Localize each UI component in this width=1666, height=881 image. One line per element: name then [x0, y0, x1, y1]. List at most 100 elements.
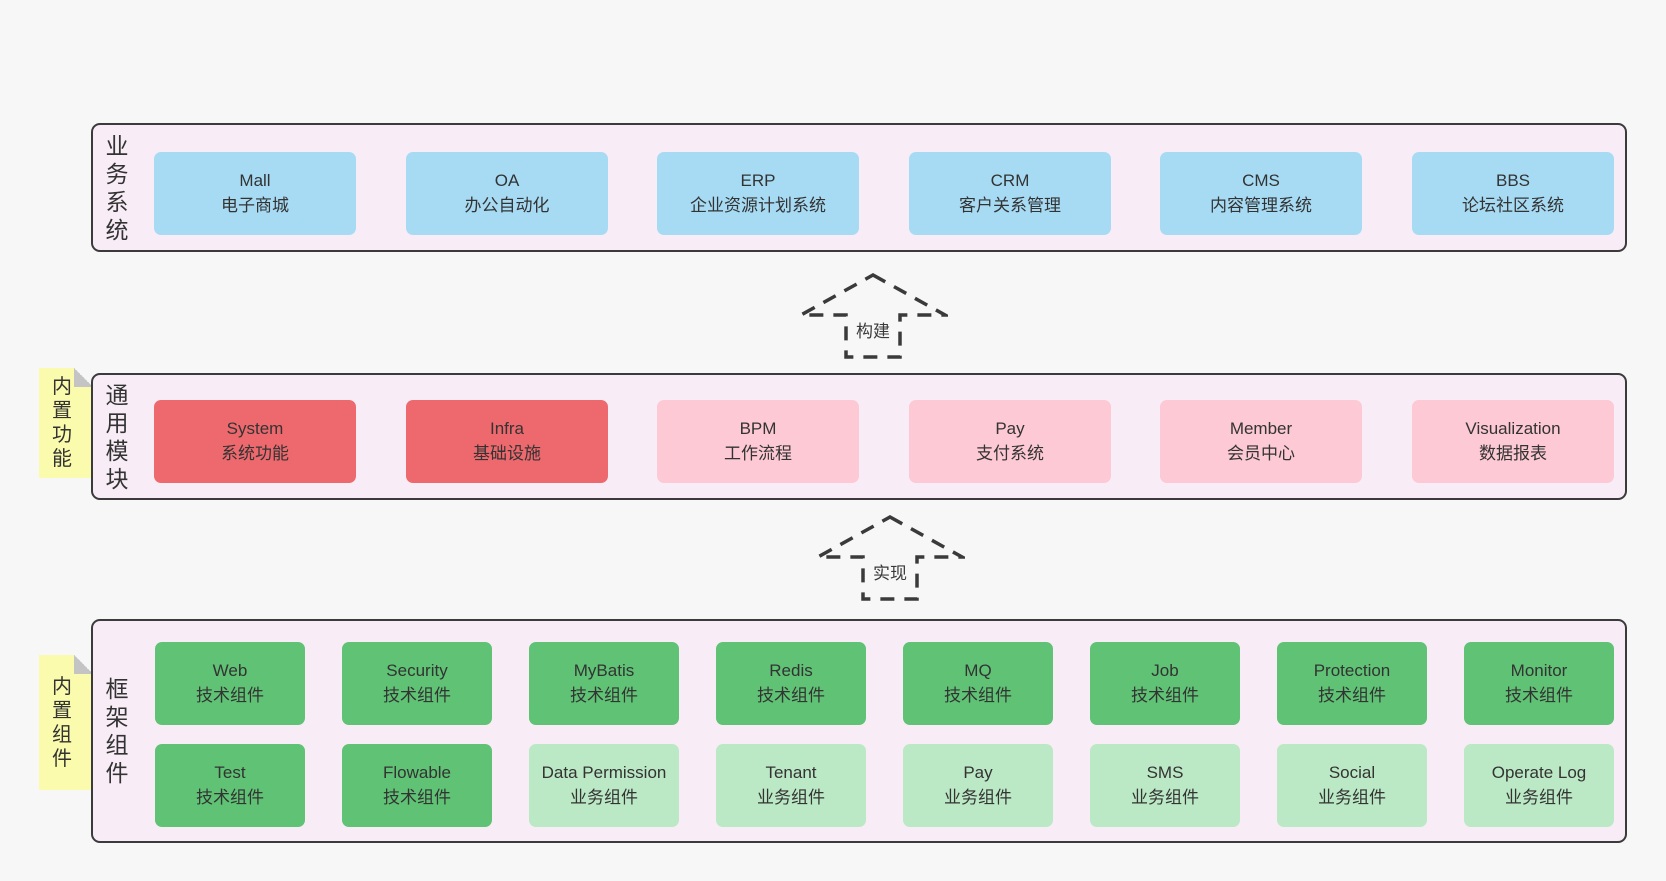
box-subtitle: 业务组件 [757, 787, 825, 807]
box-mall: Mall 电子商城 [154, 152, 356, 235]
box-cms: CMS 内容管理系统 [1160, 152, 1362, 235]
box-test: Test 技术组件 [155, 744, 305, 827]
box-subtitle: 系统功能 [221, 443, 289, 463]
box-subtitle: 论坛社区系统 [1462, 195, 1564, 215]
box-subtitle: 企业资源计划系统 [690, 195, 826, 215]
box-title: MyBatis [573, 660, 635, 680]
box-title: Redis [769, 660, 813, 680]
common-modules-panel: 通用模块 System 系统功能 Infra 基础设施 BPM 工作流程 Pay… [91, 373, 1627, 500]
box-subtitle: 会员中心 [1227, 443, 1295, 463]
box-title: Job [1151, 660, 1179, 680]
box-crm: CRM 客户关系管理 [909, 152, 1111, 235]
folded-corner-icon [74, 655, 93, 674]
box-title: Social [1328, 762, 1376, 782]
box-title: ERP [740, 170, 776, 190]
box-title: Protection [1313, 660, 1391, 680]
box-title: CMS [1242, 170, 1280, 190]
box-web: Web 技术组件 [155, 642, 305, 725]
box-title: Web [212, 660, 248, 680]
box-job: Job 技术组件 [1090, 642, 1240, 725]
box-member: Member 会员中心 [1160, 400, 1362, 483]
box-subtitle: 客户关系管理 [959, 195, 1061, 215]
sticky-note-built-in-features: 内置功能 [39, 368, 93, 478]
up-arrow-icon [815, 514, 965, 601]
build-arrow-label: 构建 [853, 316, 893, 343]
panel-label-framework-components: 框架组件 [105, 675, 129, 787]
box-subtitle: 技术组件 [944, 685, 1012, 705]
box-subtitle: 技术组件 [383, 787, 451, 807]
box-title: Security [386, 660, 448, 680]
box-subtitle: 业务组件 [1131, 787, 1199, 807]
implement-arrow: 实现 [815, 514, 965, 602]
box-data-permission: Data Permission 业务组件 [529, 744, 679, 827]
panel-label-common-modules: 通用模块 [105, 381, 129, 492]
box-oa: OA 办公自动化 [406, 152, 608, 235]
box-title: System [226, 418, 284, 438]
box-security: Security 技术组件 [342, 642, 492, 725]
box-subtitle: 工作流程 [724, 443, 792, 463]
box-subtitle: 电子商城 [221, 195, 289, 215]
box-title: Test [214, 762, 246, 782]
box-tenant: Tenant 业务组件 [716, 744, 866, 827]
implement-arrow-label: 实现 [870, 558, 910, 585]
box-subtitle: 技术组件 [196, 787, 264, 807]
box-subtitle: 技术组件 [1131, 685, 1199, 705]
box-subtitle: 技术组件 [1505, 685, 1573, 705]
panel-label-business-systems: 业务系统 [105, 132, 129, 243]
box-redis: Redis 技术组件 [716, 642, 866, 725]
up-arrow-icon [798, 272, 948, 359]
box-title: SMS [1146, 762, 1184, 782]
box-subtitle: 业务组件 [1505, 787, 1573, 807]
box-title: CRM [990, 170, 1030, 190]
box-title: Pay [963, 762, 993, 782]
box-pay-module: Pay 支付系统 [909, 400, 1111, 483]
business-systems-panel: 业务系统 Mall 电子商城 OA 办公自动化 ERP 企业资源计划系统 CRM… [91, 123, 1627, 252]
sticky-note-label: 内置组件 [52, 675, 72, 770]
box-visualization: Visualization 数据报表 [1412, 400, 1614, 483]
box-infra: Infra 基础设施 [406, 400, 608, 483]
box-subtitle: 技术组件 [570, 685, 638, 705]
box-title: MQ [964, 660, 992, 680]
box-title: Flowable [382, 762, 452, 782]
box-subtitle: 技术组件 [383, 685, 451, 705]
box-subtitle: 业务组件 [944, 787, 1012, 807]
box-system: System 系统功能 [154, 400, 356, 483]
box-title: Monitor [1510, 660, 1568, 680]
box-mybatis: MyBatis 技术组件 [529, 642, 679, 725]
sticky-note-label: 内置功能 [52, 376, 72, 470]
box-subtitle: 支付系统 [976, 443, 1044, 463]
box-title: Pay [995, 418, 1025, 438]
box-subtitle: 技术组件 [1318, 685, 1386, 705]
box-subtitle: 技术组件 [757, 685, 825, 705]
box-title: Visualization [1465, 418, 1561, 438]
box-bpm: BPM 工作流程 [657, 400, 859, 483]
box-mq: MQ 技术组件 [903, 642, 1053, 725]
box-subtitle: 技术组件 [196, 685, 264, 705]
box-title: Infra [489, 418, 525, 438]
box-subtitle: 办公自动化 [464, 195, 550, 215]
box-title: BPM [739, 418, 777, 438]
box-monitor: Monitor 技术组件 [1464, 642, 1614, 725]
box-subtitle: 业务组件 [1318, 787, 1386, 807]
box-bbs: BBS 论坛社区系统 [1412, 152, 1614, 235]
box-social: Social 业务组件 [1277, 744, 1427, 827]
box-subtitle: 数据报表 [1479, 443, 1547, 463]
box-erp: ERP 企业资源计划系统 [657, 152, 859, 235]
box-title: OA [494, 170, 520, 190]
box-title: BBS [1495, 170, 1531, 190]
box-title: Data Permission [541, 762, 667, 782]
sticky-note-built-in-components: 内置组件 [39, 655, 93, 790]
folded-corner-icon [74, 368, 93, 387]
box-title: Member [1229, 418, 1293, 438]
box-sms: SMS 业务组件 [1090, 744, 1240, 827]
box-title: Operate Log [1491, 762, 1587, 782]
box-subtitle: 基础设施 [473, 443, 541, 463]
box-operate-log: Operate Log 业务组件 [1464, 744, 1614, 827]
box-flowable: Flowable 技术组件 [342, 744, 492, 827]
box-title: Mall [239, 170, 271, 190]
box-subtitle: 业务组件 [570, 787, 638, 807]
box-pay-component: Pay 业务组件 [903, 744, 1053, 827]
box-protection: Protection 技术组件 [1277, 642, 1427, 725]
framework-components-panel: 框架组件 Web 技术组件 Security 技术组件 MyBatis 技术组件… [91, 619, 1627, 843]
